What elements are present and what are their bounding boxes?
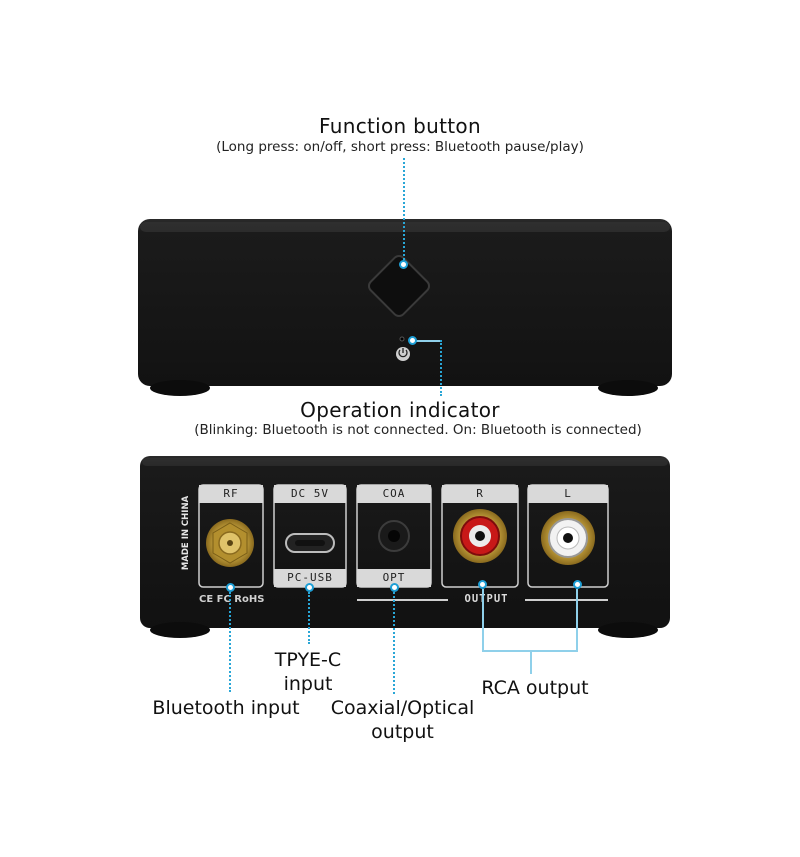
indicator-leader-vertical bbox=[440, 340, 442, 396]
rca-r-marker bbox=[478, 580, 487, 589]
rf-label: RF bbox=[223, 487, 239, 500]
usb-c-port bbox=[285, 533, 335, 553]
r-label: R bbox=[476, 487, 484, 500]
function-button-marker bbox=[399, 260, 408, 269]
rca-l-leader bbox=[576, 589, 578, 651]
type-c-line2: input bbox=[283, 673, 333, 695]
function-button-leader bbox=[403, 158, 405, 264]
indicator-leader-horizontal bbox=[412, 340, 442, 342]
operation-indicator-subtitle: (Blinking: Bluetooth is not connected. O… bbox=[194, 422, 642, 438]
bluetooth-input-label: Bluetooth input bbox=[152, 697, 300, 719]
usb-leader bbox=[308, 592, 310, 644]
coaxial-optical-output-label: Coaxial/Optical output bbox=[315, 696, 490, 744]
coax-marker bbox=[390, 583, 399, 592]
dc5v-label: DC 5V bbox=[290, 487, 330, 500]
certification-marks: CE FC RoHS bbox=[199, 594, 265, 605]
made-in-china-label: MADE IN CHINA bbox=[181, 495, 191, 571]
type-c-line1: TPYE-C bbox=[274, 649, 342, 671]
coa-label: COA bbox=[382, 487, 406, 500]
rca-r-leader bbox=[482, 589, 484, 651]
rf-marker bbox=[226, 583, 235, 592]
usb-marker bbox=[305, 583, 314, 592]
type-c-input-label: TPYE-C input bbox=[258, 648, 358, 696]
rf-antenna-connector bbox=[206, 519, 254, 567]
operation-indicator-title: Operation indicator bbox=[300, 398, 500, 422]
rca-left-jack bbox=[541, 511, 595, 565]
function-button[interactable] bbox=[366, 253, 431, 318]
pcusb-label: PC-USB bbox=[287, 571, 333, 584]
coaxial-optical-jack bbox=[378, 520, 410, 552]
rf-leader bbox=[229, 592, 231, 692]
indicator-marker bbox=[408, 336, 417, 345]
rca-right-jack bbox=[453, 509, 507, 563]
l-label: L bbox=[564, 487, 572, 500]
output-label: OUTPUT bbox=[464, 593, 509, 605]
operation-indicator-led bbox=[399, 336, 405, 342]
rca-output-label: RCA output bbox=[481, 677, 589, 699]
rca-l-marker bbox=[573, 580, 582, 589]
coax-leader bbox=[393, 592, 395, 694]
rca-stem-leader bbox=[530, 650, 532, 674]
opt-label: OPT bbox=[382, 571, 406, 584]
function-button-subtitle: (Long press: on/off, short press: Blueto… bbox=[216, 139, 584, 155]
coax-line1: Coaxial/Optical bbox=[330, 697, 475, 719]
coax-line2: output bbox=[371, 721, 434, 743]
power-icon bbox=[396, 347, 410, 361]
function-button-title: Function button bbox=[319, 114, 481, 138]
